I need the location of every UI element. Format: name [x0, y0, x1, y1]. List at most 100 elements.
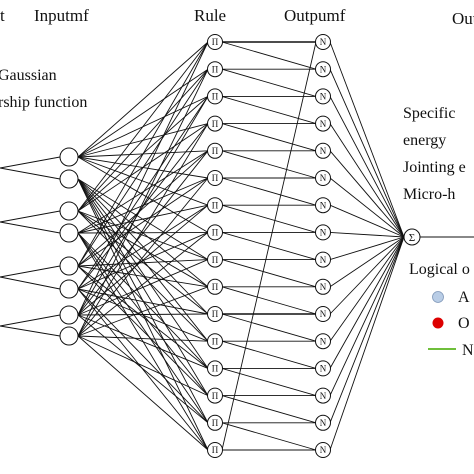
inputmf-rule-edge: [77, 178, 209, 342]
outputmf-sum-edge: [329, 123, 405, 238]
outputmf-symbol: N: [320, 37, 327, 47]
inputmf-rule-edge: [77, 335, 209, 342]
outputmf-sum-edge: [329, 150, 405, 238]
inputmf-rule-edge: [77, 232, 209, 337]
inputmf-rule-edge: [77, 123, 209, 337]
rule-symbol: Π: [212, 92, 219, 102]
outputmf-symbol: N: [320, 309, 327, 319]
outputmf-sum-edge: [329, 204, 405, 238]
inputmf-rule-edge: [77, 150, 209, 158]
inputmf-rule-edge: [77, 156, 209, 233]
inputmf-rule-edge: [77, 210, 209, 342]
inputmf-note-line1: Gaussian: [0, 67, 57, 84]
legend-or-dot: [432, 317, 444, 329]
outputmf-symbol: N: [320, 336, 327, 346]
inputmf-node: [59, 201, 79, 221]
rule-symbol: Π: [212, 119, 219, 129]
rule-node: [207, 278, 223, 295]
rule-outputmf-cross-edge: [221, 41, 317, 451]
outputmf-node: [315, 360, 331, 377]
inputmf-node: [59, 169, 79, 189]
outputmf-sum-edge: [329, 96, 405, 238]
rule-outputmf-cross-edge: [221, 367, 317, 397]
rule-node: [207, 88, 223, 105]
outputmf-node: [315, 142, 331, 159]
output-note-line2: energy: [403, 132, 446, 149]
rule-header: Rule: [194, 6, 226, 25]
inputmf-rule-edge: [77, 150, 209, 267]
inputmf-rule-edge: [77, 178, 209, 315]
input-line: [0, 276, 61, 290]
inputmf-rule-edge: [77, 96, 209, 290]
outputmf-node: [315, 251, 331, 268]
outputmf-sum-edge: [329, 177, 405, 238]
inputmf-node: [59, 305, 79, 325]
rule-node: [207, 170, 223, 186]
outputmf-symbol: N: [320, 173, 327, 183]
rule-symbol: Π: [212, 309, 219, 319]
rule-outputmf-cross-edge: [221, 395, 317, 424]
inputmf-rule-edge: [77, 178, 209, 451]
inputmf-node: [59, 256, 79, 276]
connection-lines: [77, 41, 474, 451]
inputmf-rule-edge: [77, 68, 209, 158]
legend-or-label: O: [458, 315, 470, 332]
outputmf-node: [315, 34, 331, 50]
outputmf-symbol: N: [320, 391, 327, 401]
output-header: Out: [452, 9, 474, 28]
input-line: [0, 167, 61, 180]
rule-node: [207, 333, 223, 350]
rule-node: [207, 387, 223, 404]
input-line: [0, 221, 61, 234]
rule-outputmf-cross-edge: [221, 123, 317, 152]
inputmf-node: [59, 147, 79, 167]
inputmf-rule-edge: [77, 178, 209, 369]
inputmf-rule-edge: [77, 210, 209, 315]
outputmf-node: [315, 278, 331, 295]
rule-outputmf-cross-edge: [221, 422, 317, 451]
rule-outputmf-cross-edge: [221, 259, 317, 288]
rule-node: [207, 360, 223, 377]
inputmf-rule-edge: [77, 335, 209, 397]
inputmf-rule-edge: [77, 156, 209, 206]
inputmf-rule-edge: [77, 41, 209, 158]
outputmf-sum-edge: [329, 236, 405, 451]
input-lines: [0, 156, 61, 337]
outputmf-symbol: N: [320, 146, 327, 156]
rule-symbol: Π: [212, 282, 219, 292]
rule-symbol: Π: [212, 64, 219, 74]
sum-symbol: Σ: [409, 232, 415, 244]
rule-node: [207, 142, 223, 159]
rule-outputmf-cross-edge: [221, 286, 317, 315]
outputmf-sum-edge: [329, 231, 405, 238]
inputmf-rule-edge: [77, 156, 209, 179]
rule-outputmf-cross-edge: [221, 68, 317, 97]
input-line: [0, 325, 61, 337]
outputmf-node: [315, 333, 331, 350]
input-line: [0, 210, 61, 223]
inputmf-rule-edge: [77, 123, 209, 158]
inputmf-rule-edge: [77, 265, 209, 396]
rule-node: [207, 115, 223, 132]
rule-outputmf-cross-edge: [221, 41, 317, 70]
outputmf-node: [315, 442, 331, 458]
outputmf-sum-edge: [329, 236, 405, 315]
rule-symbol: Π: [212, 37, 219, 47]
inputmf-rule-edge: [77, 178, 209, 424]
rule-symbol: Π: [212, 445, 219, 455]
legend-and-label: A: [458, 289, 470, 306]
rule-outputmf-cross-edge: [221, 150, 317, 179]
outputmf-node: [315, 197, 331, 214]
rule-node: [207, 197, 223, 214]
rule-node: [207, 414, 223, 431]
inputmf-rule-edge: [77, 123, 209, 290]
inputmf-node: [59, 279, 79, 299]
outputmf-sum-edge: [329, 69, 405, 238]
rule-node: [207, 34, 223, 50]
outputmf-sum-edge: [329, 236, 405, 423]
inputmf-rule-edge: [77, 288, 209, 424]
outputmf-symbol: N: [320, 200, 327, 210]
outputmf-symbol: N: [320, 119, 327, 129]
outputmf-node: [315, 88, 331, 105]
outputmf-node: [315, 115, 331, 132]
